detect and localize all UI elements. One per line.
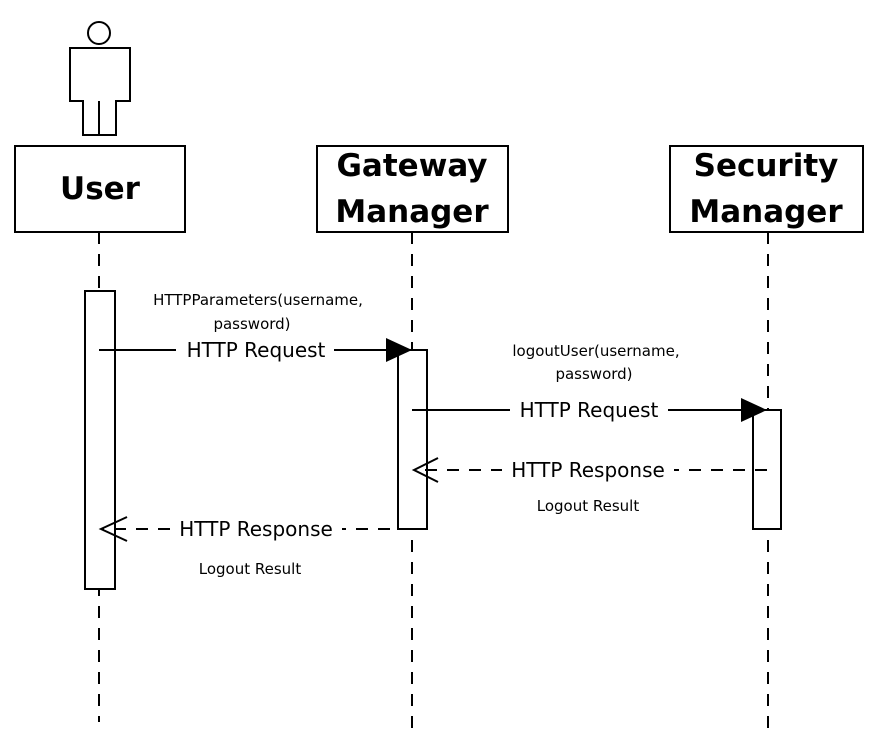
participant-gateway-label-1: Gateway — [336, 148, 487, 184]
message-2-label: HTTP Request — [520, 398, 659, 422]
message-http-response-1: HTTP Response Logout Result — [411, 455, 767, 515]
participant-user-label: User — [60, 171, 141, 207]
gateway-activation-bar — [397, 349, 428, 530]
message-http-request-2: HTTP Request logoutUser(username, passwo… — [412, 342, 767, 424]
message-3-label: HTTP Response — [511, 458, 665, 482]
message-4-label: HTTP Response — [179, 517, 333, 541]
participant-gateway: Gateway Manager — [316, 145, 509, 233]
open-arrowhead-icon — [411, 457, 439, 483]
participant-gateway-label-2: Manager — [335, 194, 489, 230]
message-http-response-2: HTTP Response Logout Result — [98, 514, 412, 578]
message-1-param-2: password) — [213, 315, 290, 333]
message-3-note: Logout Result — [537, 497, 640, 515]
message-2-param-2: password) — [555, 365, 632, 383]
participant-security-label-1: Security — [694, 148, 839, 184]
filled-arrowhead-icon — [386, 338, 412, 362]
participant-security: Security Manager — [669, 145, 864, 233]
participant-security-label-2: Manager — [689, 194, 843, 230]
open-arrowhead-icon — [98, 516, 128, 542]
user-actor-icon — [69, 21, 131, 136]
participant-user: User — [14, 145, 186, 233]
message-4-note: Logout Result — [199, 560, 302, 578]
user-activation-bar — [84, 290, 116, 590]
filled-arrowhead-icon — [741, 398, 767, 422]
message-1-label: HTTP Request — [187, 338, 326, 362]
message-http-request-1: HTTP Request HTTPParameters(username, pa… — [99, 291, 412, 364]
message-2-param-1: logoutUser(username, — [512, 342, 679, 360]
message-1-param-1: HTTPParameters(username, — [153, 291, 363, 309]
